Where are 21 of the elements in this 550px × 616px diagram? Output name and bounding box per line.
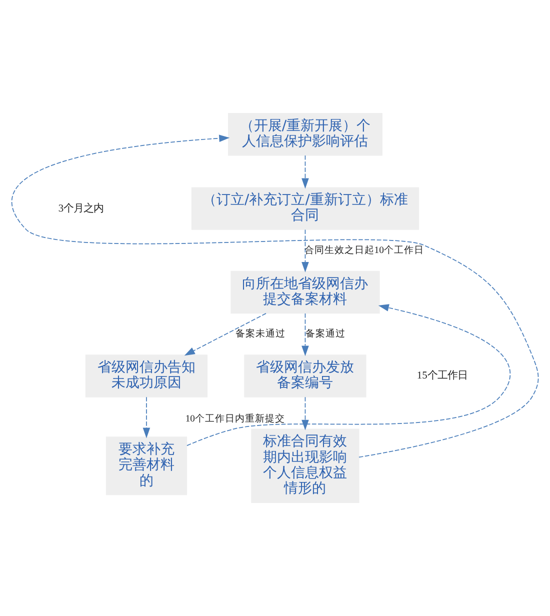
arrow bbox=[302, 396, 309, 430]
edge-label: 10个工作日内重新提交 bbox=[185, 413, 285, 424]
edge-label: 备案未通过 bbox=[235, 328, 286, 340]
arrow bbox=[184, 313, 266, 356]
edge-label: 合同生效之日起10个工作日 bbox=[304, 244, 424, 256]
arrow bbox=[142, 396, 150, 438]
node-box: 标准合同有效期内出现影响个人信息权益情形的 bbox=[251, 428, 360, 503]
arrow bbox=[302, 229, 309, 272]
edge-label: 备案通过 bbox=[305, 328, 346, 340]
arrow bbox=[186, 304, 511, 446]
node-box: 向所在地省级网信办提交备案材料 bbox=[230, 270, 380, 314]
label: 3个月之内 bbox=[58, 203, 104, 214]
node-box: （开展/重新开展）个人信息保护影响评估 bbox=[228, 113, 382, 156]
label: 15个工作日 bbox=[416, 370, 468, 382]
node-box: （订立/补充订立/重新订立）标准合同 bbox=[191, 187, 420, 230]
arrow bbox=[11, 134, 539, 458]
node-box: 要求补充完善材料的 bbox=[106, 436, 188, 496]
arrow bbox=[302, 155, 309, 189]
node-box: 省级网信办告知未成功原因 bbox=[85, 354, 208, 398]
node-box: 省级网信办发放备案编号 bbox=[244, 354, 366, 398]
arrow bbox=[302, 313, 309, 356]
